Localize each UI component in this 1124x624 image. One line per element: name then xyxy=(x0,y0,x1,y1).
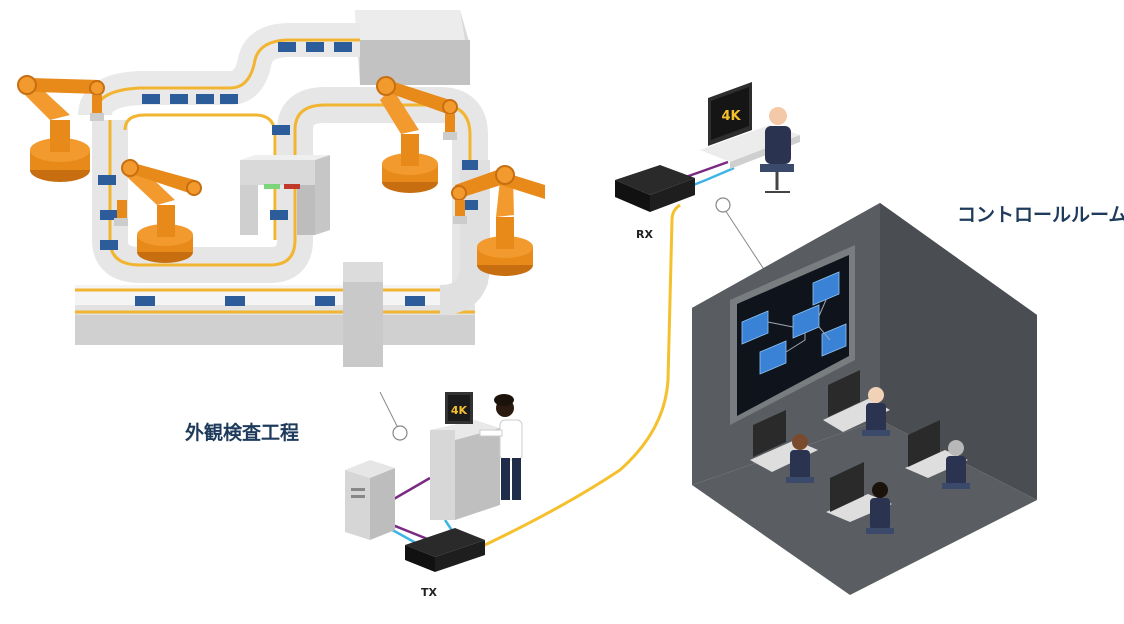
control-workstation xyxy=(905,420,970,489)
conveyor-boxes xyxy=(98,42,478,306)
robot-arm xyxy=(114,159,202,263)
rx-extender xyxy=(615,165,695,212)
control-workstation xyxy=(823,370,890,436)
pc-tower xyxy=(345,460,395,540)
control-room xyxy=(692,203,1037,595)
control-room-label: コントロールルーム xyxy=(957,204,1124,226)
operator-person xyxy=(479,394,523,500)
tx-label: TX xyxy=(421,586,437,599)
rx-label: RX xyxy=(636,228,653,241)
inspection-gate xyxy=(240,155,330,235)
robot-arm xyxy=(376,76,458,193)
rx-operator-person xyxy=(760,107,794,193)
conveyor-system xyxy=(75,10,490,367)
tx-extender xyxy=(405,528,485,572)
control-workstation xyxy=(826,462,894,534)
rx-station: 4K xyxy=(615,82,800,212)
robot-arm xyxy=(451,165,545,276)
supply-chute xyxy=(355,10,470,85)
robot-arm xyxy=(17,75,105,182)
rx-monitor-4k: 4K xyxy=(721,109,741,124)
control-workstation xyxy=(750,410,818,483)
inspection-station: 4K xyxy=(345,392,523,572)
video-wall xyxy=(730,245,855,425)
inspection-process-label: 外観検査工程 xyxy=(185,422,300,444)
inspection-monitor-4k: 4K xyxy=(451,404,468,417)
